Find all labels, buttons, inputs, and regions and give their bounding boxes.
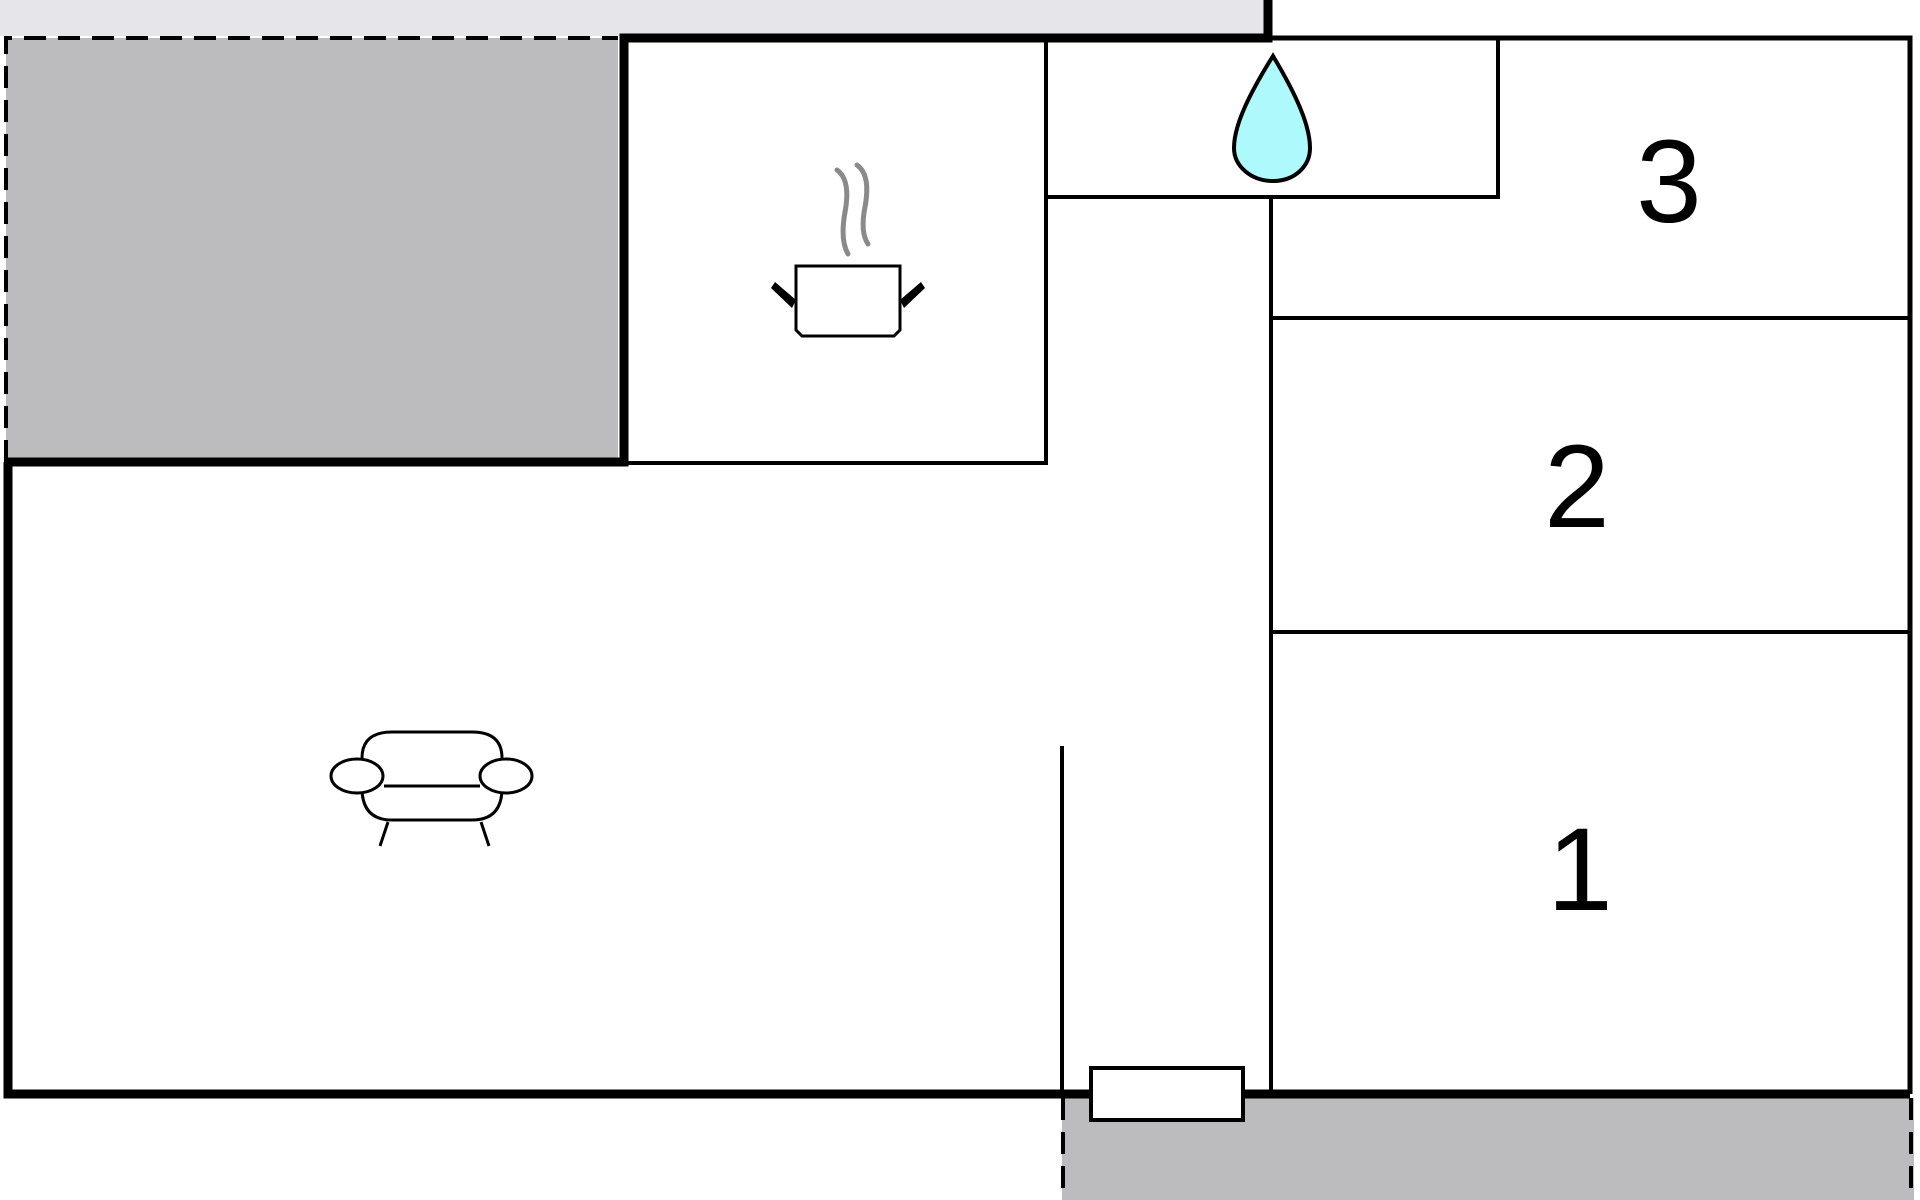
- terrace-top-left: [6, 38, 618, 462]
- water-drop-icon: [1231, 52, 1313, 184]
- bedroom-2-number: 2: [1544, 421, 1610, 553]
- neighbor-strip: [0, 0, 1268, 36]
- sofa-icon: [329, 730, 534, 847]
- bedroom-1-number: 1: [1547, 804, 1613, 936]
- exterior-walls: [3, 0, 1910, 1099]
- bedroom-3-number: 3: [1636, 116, 1702, 248]
- cooking-pot-icon: [771, 162, 925, 338]
- interior-walls: [624, 38, 1910, 1094]
- entrance-doormat: [1089, 1066, 1245, 1122]
- terrace-top-left-dashed-border: [4, 36, 618, 462]
- exterior-walls-thin: [1268, 35, 1913, 1094]
